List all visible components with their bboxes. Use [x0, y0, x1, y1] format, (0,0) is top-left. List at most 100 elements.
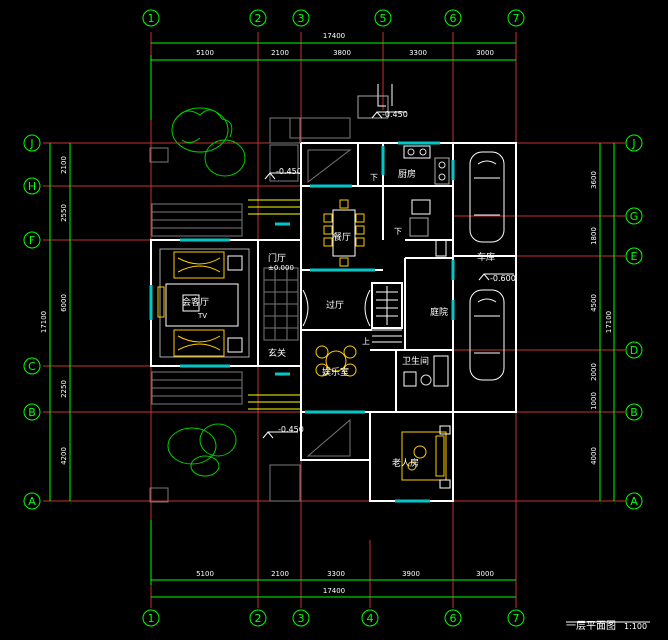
row-bubble-left-A: A [23, 492, 41, 510]
column-bubble-bottom-1: 1 [142, 609, 160, 627]
arch-left [302, 289, 309, 327]
column-bubble-bottom-2: 2 [249, 609, 267, 627]
stair-down-1: 下 [370, 173, 378, 182]
column-bubble-bottom-4: 4 [361, 609, 379, 627]
row-bubble-left-F-circle [23, 231, 41, 249]
dim-right-seg-3: 2000 [590, 363, 598, 381]
column-bubble-top-1: 1 [142, 9, 160, 27]
column-bubble-top-1-label: 1 [148, 12, 155, 25]
row-bubble-left-F: F [23, 231, 41, 249]
column-bubble-top-5: 5 [374, 9, 392, 27]
row-bubble-right-E-circle [625, 247, 643, 265]
room-label-entertainment: 娱乐室 [322, 366, 349, 378]
dim-left-seg-2: 6000 [60, 294, 68, 312]
row-bubble-right-G: G [625, 207, 643, 225]
room-label-kitchen: 厨房 [398, 168, 416, 180]
row-bubble-left-B-label: B [28, 406, 36, 419]
room-label-hall: 门厅 [268, 252, 286, 264]
kitchen-fixtures [403, 145, 450, 257]
elevation-lower-left: -0.450 [278, 425, 304, 434]
row-bubble-left-J-circle [23, 134, 41, 152]
elderly-bed [401, 425, 451, 489]
column-bubble-bottom-3-label: 3 [298, 612, 305, 625]
room-label-dining: 餐厅 [333, 231, 351, 243]
row-bubble-right-G-label: G [630, 210, 639, 223]
dim-bottom-seg-3: 3900 [402, 570, 420, 578]
windows [149, 141, 455, 503]
column-bubble-top-6-circle [444, 9, 462, 27]
dim-right-seg-4: 1000 [590, 392, 598, 410]
terrace-left [149, 203, 301, 503]
column-bubble-top-6: 6 [444, 9, 462, 27]
elevation-markers [262, 111, 514, 439]
dim-bottom-seg-0: 5100 [196, 570, 214, 578]
dim-top-seg-2: 3800 [333, 49, 351, 57]
dim-bottom-seg-1: 2100 [271, 570, 289, 578]
dim-bottom-total: 17400 [323, 587, 345, 595]
room-label-meeting: 会客厅 [182, 296, 209, 308]
column-bubble-bottom-7-label: 7 [513, 612, 520, 625]
row-bubble-right-J-label: J [631, 137, 635, 150]
entry-steps [248, 199, 300, 410]
room-label-garage: 车库 [477, 251, 495, 263]
dimension-lines [49, 42, 615, 598]
stair-up: 上 [362, 337, 370, 346]
elevation-hall: ±0.000 [268, 264, 294, 272]
elevation-top: -0.450 [382, 110, 408, 119]
sofa-set [157, 251, 243, 357]
dim-left-total: 17100 [40, 311, 48, 333]
column-bubble-bottom-3-circle [292, 609, 310, 627]
ramp-bottom [306, 418, 351, 457]
column-bubble-top-5-label: 5 [380, 12, 387, 25]
row-bubble-left-J-label: J [29, 137, 33, 150]
column-bubble-top-2-label: 2 [255, 12, 262, 25]
column-bubble-top-3: 3 [292, 9, 310, 27]
elevation-upper-left: -0.450 [276, 167, 302, 176]
stair-steps [357, 84, 402, 343]
row-bubble-right-J: J [625, 134, 643, 152]
row-bubble-left-B: B [23, 403, 41, 421]
tree-bottom [167, 423, 237, 477]
row-bubble-right-E: E [625, 247, 643, 265]
row-bubble-right-J-circle [625, 134, 643, 152]
stair-down-2: 下 [394, 227, 402, 236]
row-bubble-right-D-label: D [630, 344, 638, 357]
column-bubble-bottom-7: 7 [507, 609, 525, 627]
landscape [149, 107, 351, 503]
dim-bottom-seg-2: 3300 [327, 570, 345, 578]
column-bubble-top-5-circle [374, 9, 392, 27]
row-bubble-right-A: A [625, 492, 643, 510]
row-bubble-left-A-label: A [28, 495, 36, 508]
terrace-top [149, 117, 351, 182]
column-bubble-bottom-2-circle [249, 609, 267, 627]
room-label-bath: 卫生间 [402, 355, 429, 367]
row-bubble-left-C: C [23, 357, 41, 375]
dim-top-seg-1: 2100 [271, 49, 289, 57]
dim-right-seg-5: 4000 [590, 447, 598, 465]
column-bubble-bottom-4-circle [361, 609, 379, 627]
column-bubble-bottom-4-label: 4 [367, 612, 374, 625]
row-bubble-left-A-circle [23, 492, 41, 510]
column-bubble-top-6-label: 6 [450, 12, 457, 25]
dim-top-seg-0: 5100 [196, 49, 214, 57]
row-bubble-right-E-label: E [631, 250, 638, 263]
drawing-title: 一层平面图 1:100 [566, 620, 650, 632]
row-bubble-left-C-circle [23, 357, 41, 375]
walls [150, 142, 517, 502]
column-bubble-bottom-1-label: 1 [148, 612, 155, 625]
row-bubble-right-A-label: A [630, 495, 638, 508]
column-bubble-top-2-circle [249, 9, 267, 27]
column-bubble-top-7-circle [507, 9, 525, 27]
dim-right-total: 17100 [605, 311, 613, 333]
furniture [157, 84, 505, 489]
title-scale: 1:100 [624, 622, 647, 631]
dim-right-seg-0: 3600 [590, 171, 598, 189]
room-labels: 厨房 餐厅 车库 门厅 会客厅 过厅 玄关 娱乐室 卫生间 老人房 TV 庭院 [182, 168, 495, 469]
dim-left-seg-0: 2100 [60, 156, 68, 174]
room-label-tv: TV [197, 312, 207, 320]
room-label-elderly: 老人房 [392, 457, 419, 469]
